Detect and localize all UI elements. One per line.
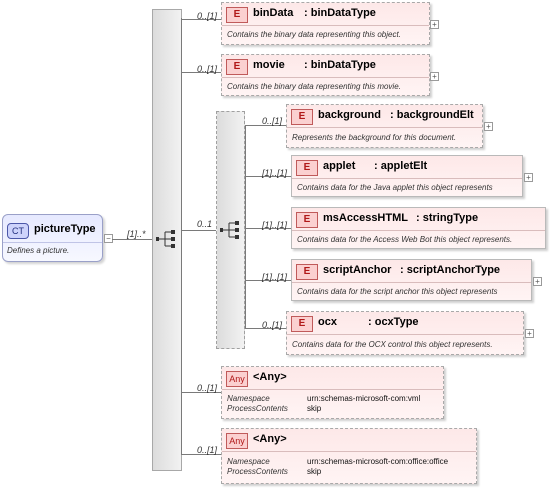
element-type: : scriptAnchorType — [400, 264, 501, 276]
msaccesshtml-multiplicity: [1]..[1] — [262, 220, 288, 230]
element-badge: E — [296, 264, 318, 280]
connector-movie — [181, 72, 221, 73]
any-badge: Any — [226, 371, 248, 387]
element-name: ocx — [318, 316, 337, 328]
applet-multiplicity: [1]..[1] — [262, 168, 288, 178]
nested-sequence-multiplicity: 0..1 — [197, 219, 213, 229]
any-badge: Any — [226, 433, 248, 449]
connector-applet — [245, 176, 291, 177]
process-contents-label: ProcessContents — [227, 467, 288, 476]
connector-msaccesshtml — [245, 228, 291, 229]
root-separator — [3, 242, 102, 243]
element-background[interactable]: E background : backgroundElt Represents … — [286, 104, 483, 148]
any-name: <Any> — [253, 371, 287, 383]
element-separator — [287, 334, 523, 335]
namespace-value: urn:schemas-microsoft-com:vml — [307, 394, 421, 403]
element-badge: E — [291, 109, 313, 125]
scriptanchor-expand-icon[interactable]: + — [533, 277, 542, 286]
movie-multiplicity: 0..[1] — [197, 64, 218, 74]
movie-expand-icon[interactable]: + — [430, 72, 439, 81]
element-doc: Contains the binary data representing th… — [227, 30, 401, 39]
element-separator — [292, 178, 522, 179]
element-badge: E — [291, 316, 313, 332]
root-collapse-icon[interactable]: − — [104, 234, 113, 243]
background-expand-icon[interactable]: + — [484, 122, 493, 131]
element-badge: E — [296, 212, 318, 228]
root-doc: Defines a picture. — [7, 246, 70, 255]
element-bindata[interactable]: E binData : binDataType Contains the bin… — [221, 2, 430, 45]
any-element-office[interactable]: Any <Any> Namespace urn:schemas-microsof… — [221, 428, 477, 484]
connector-root — [112, 239, 152, 240]
element-separator — [292, 282, 531, 283]
element-doc: Contains the binary data representing th… — [227, 82, 401, 91]
element-doc: Represents the background for this docum… — [292, 133, 457, 142]
element-doc: Contains data for the Java applet this o… — [297, 183, 493, 192]
element-msaccesshtml[interactable]: E msAccessHTML : stringType Contains dat… — [291, 207, 546, 249]
bindata-multiplicity: 0..[1] — [197, 11, 218, 21]
element-type: : binDataType — [304, 7, 376, 19]
element-badge: E — [296, 160, 318, 176]
process-contents-value: skip — [307, 467, 322, 476]
main-spine — [181, 18, 182, 455]
element-name: msAccessHTML — [323, 212, 408, 224]
root-complex-type[interactable]: CT pictureType Defines a picture. — [2, 214, 103, 262]
element-name: scriptAnchor — [323, 264, 392, 276]
any-office-multiplicity: 0..[1] — [197, 445, 218, 455]
element-type: : binDataType — [304, 59, 376, 71]
element-doc: Contains data for the script anchor this… — [297, 287, 498, 296]
element-name: movie — [253, 59, 285, 71]
process-contents-value: skip — [307, 404, 322, 413]
element-type: : stringType — [416, 212, 479, 224]
connector-any-vml — [181, 392, 221, 393]
applet-expand-icon[interactable]: + — [524, 173, 533, 182]
element-type: : ocxType — [368, 316, 419, 328]
scriptanchor-multiplicity: [1]..[1] — [262, 272, 288, 282]
any-element-vml[interactable]: Any <Any> Namespace urn:schemas-microsof… — [221, 366, 444, 419]
ocx-expand-icon[interactable]: + — [525, 329, 534, 338]
nested-spine — [245, 125, 246, 328]
element-type: : backgroundElt — [390, 109, 474, 121]
connector-scriptanchor — [245, 280, 291, 281]
nested-sequence-icon — [220, 221, 239, 239]
connector-nested-sequence — [181, 230, 216, 231]
namespace-label: Namespace — [227, 394, 270, 403]
element-name: binData — [253, 7, 294, 19]
element-separator — [222, 25, 429, 26]
connector-any-office — [181, 454, 221, 455]
any-separator — [222, 389, 443, 390]
element-separator — [292, 230, 545, 231]
element-applet[interactable]: E applet : appletElt Contains data for t… — [291, 155, 523, 197]
element-name: background — [318, 109, 381, 121]
any-separator — [222, 451, 476, 452]
root-multiplicity: [1]..* — [127, 229, 146, 239]
element-doc: Contains data for the OCX control this o… — [292, 340, 493, 349]
element-scriptanchor[interactable]: E scriptAnchor : scriptAnchorType Contai… — [291, 259, 532, 301]
sequence-icon — [156, 230, 175, 248]
element-separator — [287, 127, 482, 128]
connector-bindata — [181, 19, 221, 20]
element-ocx[interactable]: E ocx : ocxType Contains data for the OC… — [286, 311, 524, 355]
element-badge: E — [226, 59, 248, 75]
any-vml-multiplicity: 0..[1] — [197, 383, 218, 393]
connector-background — [245, 125, 286, 126]
complex-type-badge: CT — [7, 223, 29, 239]
element-doc: Contains data for the Access Web Bot thi… — [297, 235, 513, 244]
namespace-label: Namespace — [227, 457, 270, 466]
connector-ocx — [245, 328, 286, 329]
element-badge: E — [226, 7, 248, 23]
namespace-value: urn:schemas-microsoft-com:office:office — [307, 457, 449, 466]
element-movie[interactable]: E movie : binDataType Contains the binar… — [221, 54, 430, 96]
element-name: applet — [323, 160, 356, 172]
element-separator — [222, 77, 429, 78]
root-type-name: pictureType — [34, 223, 96, 235]
process-contents-label: ProcessContents — [227, 404, 288, 413]
bindata-expand-icon[interactable]: + — [430, 20, 439, 29]
background-multiplicity: 0..[1] — [262, 116, 283, 126]
ocx-multiplicity: 0..[1] — [262, 320, 283, 330]
any-name: <Any> — [253, 433, 287, 445]
element-type: : appletElt — [374, 160, 428, 172]
